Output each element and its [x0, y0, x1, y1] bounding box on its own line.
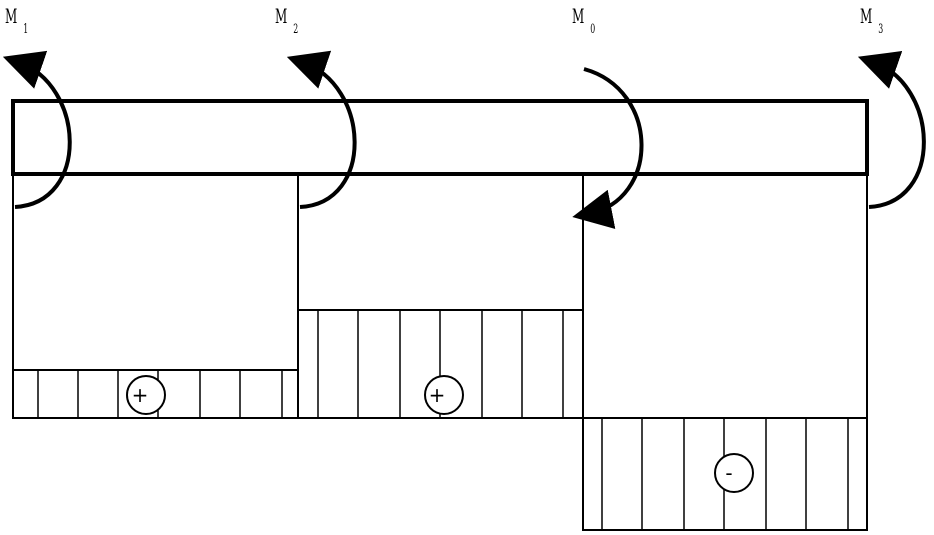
segment-2-sign: + [429, 383, 446, 407]
moment-letter-3: M [572, 4, 585, 28]
moment-arrow-2 [286, 50, 357, 209]
moment-letter-4: M [860, 4, 873, 28]
segment-1-sign: + [132, 383, 149, 407]
moment-label-4: M3 [860, 4, 883, 36]
segment-3-sign: - [725, 461, 732, 485]
sign-circle-2 [424, 375, 464, 415]
moment-label-1: M1 [5, 4, 28, 36]
moment-label-2: M2 [275, 4, 298, 36]
segment-2: + [297, 309, 584, 419]
moment-arrow-3 [572, 67, 644, 230]
moment-subscript-4: 3 [878, 22, 884, 37]
moment-letter-2: M [275, 4, 288, 28]
sign-circle-3 [714, 453, 754, 493]
sign-circle-1 [126, 375, 166, 415]
moment-arrow-4 [857, 51, 926, 209]
segment-1: + [12, 369, 299, 419]
moment-label-3: M0 [572, 4, 595, 36]
shaft [11, 99, 869, 176]
moment-letter-1: M [5, 4, 18, 28]
moment-arrow-1 [2, 50, 72, 209]
moment-subscript-2: 2 [293, 22, 299, 37]
segment-3: - [582, 417, 868, 531]
moment-subscript-1: 1 [23, 22, 29, 37]
moment-subscript-3: 0 [590, 22, 596, 37]
